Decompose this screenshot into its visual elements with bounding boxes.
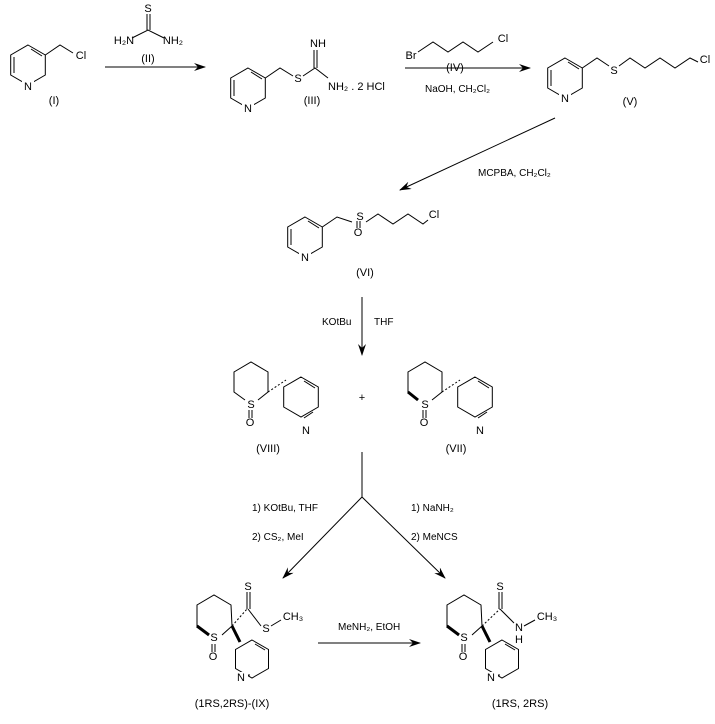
atom-ch3: CH₃ bbox=[537, 611, 557, 623]
atom-cl: Cl bbox=[700, 54, 710, 66]
atom-n-amide: N bbox=[515, 622, 523, 634]
atom-n: N bbox=[301, 252, 309, 264]
compound-label: (1RS, 2RS) bbox=[492, 698, 548, 710]
atom-s: S bbox=[356, 211, 363, 223]
atom-n: N bbox=[244, 103, 252, 115]
compound-label: (VI) bbox=[356, 267, 374, 279]
atom-o: O bbox=[246, 417, 255, 429]
atom-s: S bbox=[144, 3, 151, 15]
branch-arrows bbox=[282, 452, 446, 579]
atom-n: N bbox=[237, 672, 245, 684]
atom-cl: Cl bbox=[429, 209, 439, 221]
atom-cl: Cl bbox=[76, 50, 86, 62]
atom-s-ring: S bbox=[460, 632, 467, 644]
atom-s: S bbox=[421, 399, 428, 411]
condition-final: MeNH₂, EtOH bbox=[338, 622, 400, 633]
condition-step4-base: KOtBu bbox=[322, 317, 351, 328]
atom-n: N bbox=[561, 93, 569, 105]
compound-V: S Cl N (V) bbox=[547, 54, 710, 108]
compound-label: (II) bbox=[141, 53, 154, 65]
condition-right-1: 1) NaNH₂ bbox=[411, 503, 454, 514]
compound-final: S O S N H CH₃ N (1RS, 2RS) bbox=[446, 581, 557, 710]
atom-br: Br bbox=[406, 50, 417, 62]
atom-o: O bbox=[459, 651, 468, 663]
atom-o: O bbox=[420, 417, 429, 429]
atom-nh2-salt: NH₂ . 2 HCl bbox=[328, 81, 385, 93]
plus-sign: + bbox=[359, 392, 365, 404]
pyridine-ring bbox=[457, 376, 493, 418]
atom-h: H bbox=[515, 634, 523, 646]
condition-step4-solvent: THF bbox=[374, 317, 393, 328]
compound-label: (I) bbox=[49, 95, 59, 107]
atom-n: N bbox=[24, 81, 32, 93]
condition-left-1: 1) KOtBu, THF bbox=[252, 503, 318, 514]
atom-h2n: H₂N bbox=[114, 35, 134, 47]
pyridine-ring bbox=[10, 44, 46, 86]
condition-step2: NaOH, CH₂Cl₂ bbox=[425, 84, 490, 95]
atom-s: S bbox=[247, 399, 254, 411]
atom-o: O bbox=[209, 651, 218, 663]
compound-VIII: S O N (VIII) bbox=[233, 361, 319, 455]
pyridine-ring bbox=[485, 639, 519, 679]
compound-VII: S O N (VII) bbox=[407, 361, 493, 455]
compound-label: (V) bbox=[623, 96, 638, 108]
atom-s-thione: S bbox=[244, 581, 251, 593]
atom-cl: Cl bbox=[498, 33, 508, 45]
compound-II: S H₂N NH₂ (II) bbox=[114, 3, 183, 65]
compound-label: (1RS,2RS)-(IX) bbox=[195, 698, 270, 710]
atom-n: N bbox=[476, 425, 484, 437]
atom-s: S bbox=[294, 73, 301, 85]
compound-I: Cl N (I) bbox=[10, 44, 86, 107]
pyridine-ring bbox=[283, 376, 319, 418]
condition-right-2: 2) MeNCS bbox=[411, 532, 458, 543]
compound-label: (VIII) bbox=[256, 443, 280, 455]
atom-nh2: NH₂ bbox=[163, 35, 183, 47]
compound-VI: S O Cl N (VI) bbox=[287, 209, 439, 279]
atom-s-thione: S bbox=[496, 581, 503, 593]
atom-s: S bbox=[610, 65, 617, 77]
condition-left-2: 2) CS₂, MeI bbox=[252, 532, 304, 543]
reaction-arrow bbox=[399, 117, 556, 191]
pyridine-ring bbox=[235, 639, 269, 679]
compound-label: (VII) bbox=[446, 443, 467, 455]
atom-n: N bbox=[302, 425, 310, 437]
atom-o: O bbox=[354, 227, 363, 239]
atom-nh: NH bbox=[310, 38, 326, 50]
atom-n: N bbox=[487, 672, 495, 684]
compound-III: S NH NH₂ . 2 HCl N (III) bbox=[230, 38, 385, 115]
compound-label: (III) bbox=[304, 95, 321, 107]
atom-s-ring: S bbox=[210, 632, 217, 644]
condition-step3: MCPBA, CH₂Cl₂ bbox=[478, 168, 551, 179]
atom-s-ester: S bbox=[262, 623, 269, 635]
compound-IX: S O S S CH₃ N (1RS,2RS)-(IX) bbox=[195, 581, 303, 710]
atom-ch3: CH₃ bbox=[283, 611, 303, 623]
